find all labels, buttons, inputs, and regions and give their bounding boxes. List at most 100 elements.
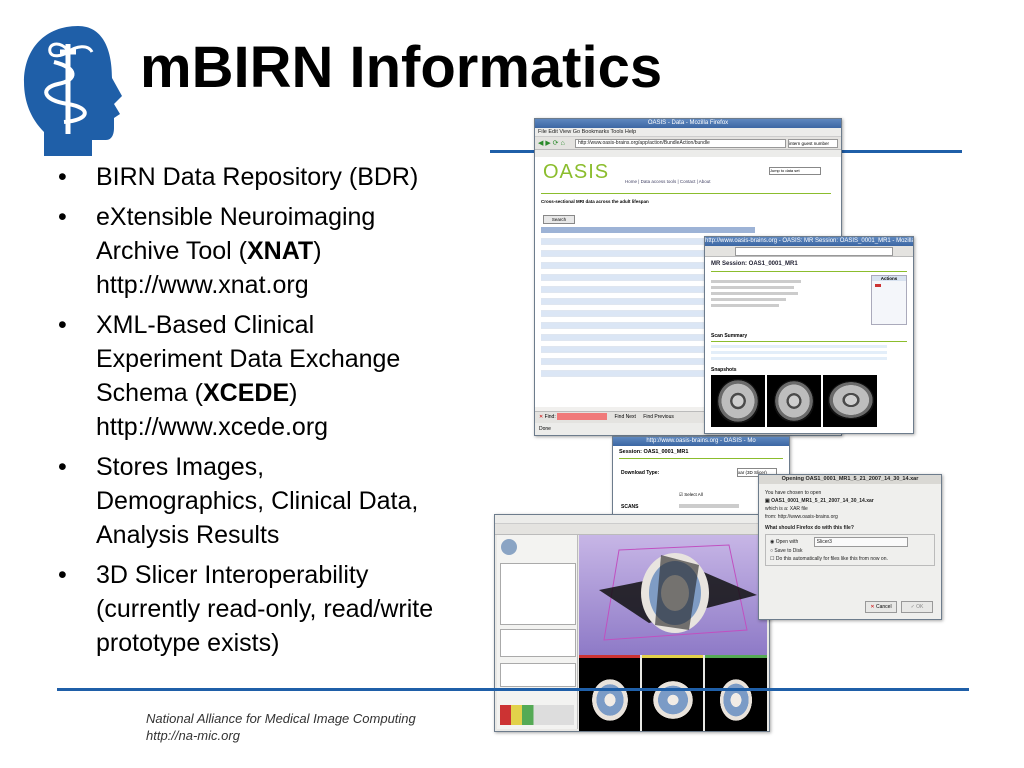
actions-title: Actions — [872, 276, 906, 281]
namic-logo-icon — [24, 26, 122, 156]
table-header — [541, 227, 755, 233]
site-nav: Home | Data access tools | Contact | Abo… — [625, 179, 711, 184]
bullet-symbol: • — [58, 561, 67, 589]
dialog-options: ◉ Open with Slicer3 ○ Save to Disk ☐ Do … — [765, 534, 935, 566]
bullet-item: • 3D Slicer Interoperability (currently re… — [52, 558, 492, 660]
toolbar — [495, 524, 769, 535]
page-heading: Cross-sectional MRI data across the adul… — [541, 199, 649, 204]
table-row — [541, 239, 755, 245]
dialog-intro: You have chosen to open — [765, 490, 822, 496]
green-slice-view — [705, 655, 767, 731]
table-row — [541, 257, 755, 263]
mr-session-screenshot: http://www.oasis-brains.org - OASIS: MR … — [704, 236, 914, 434]
jump-select: Jump to data set — [769, 167, 821, 175]
table-row — [541, 317, 755, 323]
search-box: intern guest number — [788, 139, 838, 148]
footer-divider — [57, 688, 969, 691]
bullet-line: eXtensible Neuroimaging — [96, 203, 376, 231]
footer-url: http://na-mic.org — [146, 728, 240, 743]
scan-row — [679, 504, 739, 508]
yellow-slice-view — [642, 655, 703, 731]
session-details — [711, 277, 861, 321]
page-divider — [541, 193, 831, 194]
window-titlebar: http://www.oasis-brains.org - OASIS - Mo — [613, 437, 789, 446]
save-option: ○ Save to Disk — [770, 548, 803, 554]
slice-views — [579, 655, 767, 731]
table-row — [541, 341, 755, 347]
oasis-browser-screenshot: OASIS - Data - Mozilla Firefox File Edit… — [534, 118, 842, 436]
bullet-line: Stores Images, — [96, 453, 265, 481]
display-panel — [500, 663, 576, 687]
footer-org: National Alliance for Medical Image Comp… — [146, 711, 416, 726]
bullet-line: http://www.xcede.org — [96, 413, 329, 441]
bullet-line: XML-Based Clinical — [96, 311, 315, 339]
table-row — [541, 263, 755, 269]
dialog-filename: ▣ OAS1_0001_MR1_5_21_2007_14_30_14.xar — [765, 498, 874, 504]
slice-controls — [500, 705, 574, 725]
bullet-symbol: • — [58, 163, 67, 191]
open-file-dialog-screenshot: Opening OAS1_0001_MR1_5_21_2007_14_30_14… — [758, 474, 942, 620]
data-tree — [500, 563, 576, 625]
bullet-line: Analysis Results — [96, 521, 280, 549]
dialog-source: from: http://www.oasis-brains.org — [765, 514, 838, 520]
cancel-button: ✕ Cancel — [865, 601, 897, 613]
bullet-line: http://www.xnat.org — [96, 271, 309, 299]
table-row — [541, 299, 755, 305]
scan-summary-table — [711, 341, 907, 364]
download-type-label: Download Type: — [621, 470, 660, 476]
bullet-line: (currently read-only, read/write — [96, 595, 434, 623]
auto-checkbox: ☐ Do this automatically for files like t… — [770, 556, 888, 562]
table-row — [541, 287, 755, 293]
window-titlebar: http://www.oasis-brains.org - OASIS: MR … — [705, 237, 913, 246]
3d-volume-render — [599, 544, 757, 641]
dialog-filetype: which is a: XAR file — [765, 506, 808, 512]
bullet-item: • Stores Images, Demographics, Clinical Da… — [52, 450, 492, 552]
divider — [711, 271, 907, 272]
divider — [619, 458, 783, 459]
module-panel — [497, 535, 578, 729]
table-row — [541, 329, 755, 335]
bullet-line: BIRN Data Repository (BDR) — [96, 163, 419, 191]
bullet-symbol: • — [58, 311, 67, 339]
page-content: MR Session: OAS1_0001_MR1 Actions Scan S… — [705, 257, 913, 433]
bullet-line: Archive Tool (XNAT) — [96, 237, 322, 265]
table-row — [541, 269, 755, 275]
table-row — [541, 323, 755, 329]
open-with-option: ◉ Open with Slicer3 — [770, 537, 930, 547]
select-all-checkbox: ☑ Select All — [679, 492, 703, 497]
table-row — [541, 281, 755, 287]
snapshots-label: Snapshots — [711, 367, 737, 373]
table-row — [541, 275, 755, 281]
format-select: xar (3D Slicer) — [737, 468, 777, 477]
actions-panel: Actions — [871, 275, 907, 325]
table-row — [541, 347, 755, 353]
table-row — [541, 365, 755, 371]
address-bar: http://www.oasis-brains.org/app/action/B… — [575, 139, 786, 148]
oasis-logo: OASIS — [543, 161, 610, 183]
table-row — [541, 353, 755, 359]
dialog-titlebar: Opening OAS1_0001_MR1_5_21_2007_14_30_14… — [759, 475, 941, 484]
snapshot-coronal — [767, 375, 821, 427]
bullet-line: Schema (XCEDE) — [96, 379, 298, 407]
bullet-symbol: • — [58, 453, 67, 481]
bullet-list: •BIRN Data Repository (BDR)•eXtensible N… — [52, 160, 492, 666]
toolbar — [705, 246, 913, 257]
red-slice-view — [579, 655, 640, 731]
dialog-question: What should Firefox do with this file? — [765, 525, 854, 531]
session-label: Session: OAS1_0001_MR1 — [619, 449, 689, 455]
slicer-logo-icon — [501, 539, 517, 555]
snapshot-axial — [711, 375, 765, 427]
snapshot-sagittal — [823, 375, 877, 427]
session-heading: MR Session: OAS1_0001_MR1 — [711, 261, 798, 267]
bullet-line: Demographics, Clinical Data, — [96, 487, 419, 515]
bullet-line: 3D Slicer Interoperability — [96, 561, 369, 589]
table-row — [541, 293, 755, 299]
ok-button: ✓ OK — [901, 601, 933, 613]
bullet-line: prototype exists) — [96, 629, 280, 657]
table-row — [541, 311, 755, 317]
table-row — [541, 251, 755, 257]
node-panel — [500, 629, 576, 657]
table-row — [541, 233, 755, 239]
